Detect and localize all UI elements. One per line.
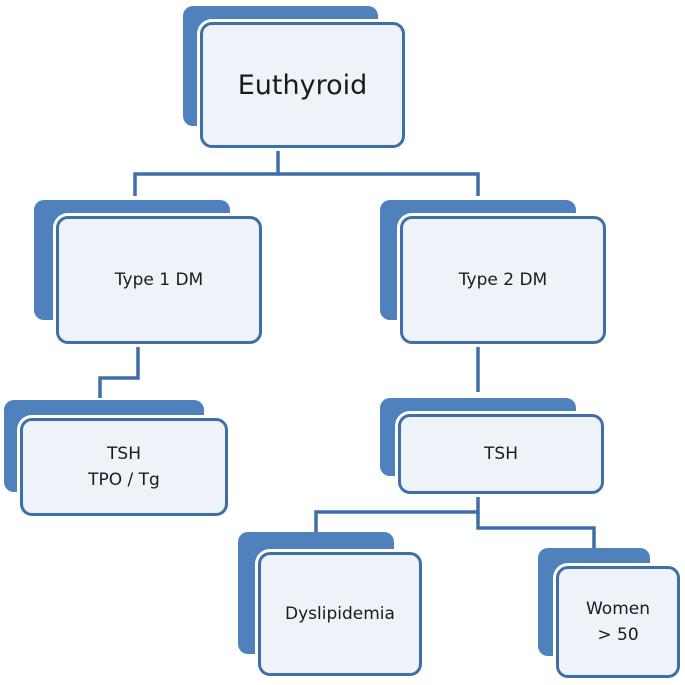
- node-dyslipidemia-label: Dyslipidemia: [285, 604, 395, 624]
- node-women-over-50-box: Women > 50: [556, 566, 680, 678]
- node-women-over-50-line-1: Women: [585, 599, 650, 619]
- node-women-over-50-line-2: > 50: [597, 625, 639, 645]
- edge-euthyroid-type2: [278, 172, 480, 196]
- node-type1-dm-label: Type 1 DM: [114, 270, 204, 290]
- edge-euthyroid-type1: [133, 150, 280, 196]
- node-tsh-tpo-tg-box: TSH TPO / Tg: [20, 418, 228, 516]
- edge-tsh-right-dyslipidemia: [314, 492, 480, 534]
- node-dyslipidemia-box: Dyslipidemia: [258, 552, 422, 676]
- node-type2-dm-label: Type 2 DM: [458, 270, 548, 290]
- edge-type1-tsh-left: [98, 344, 140, 398]
- node-tsh-box: TSH: [398, 414, 604, 494]
- edge-tsh-right-women: [476, 512, 596, 548]
- node-tsh-tpo-tg-line-2: TPO / Tg: [88, 470, 160, 490]
- node-tsh-label: TSH: [484, 444, 518, 464]
- node-type2-dm-box: Type 2 DM: [400, 216, 606, 344]
- node-tsh-tpo-tg-line-1: TSH: [107, 444, 141, 464]
- node-type1-dm-box: Type 1 DM: [56, 216, 262, 344]
- node-euthyroid-box: Euthyroid: [200, 22, 405, 148]
- node-euthyroid-label: Euthyroid: [237, 69, 368, 101]
